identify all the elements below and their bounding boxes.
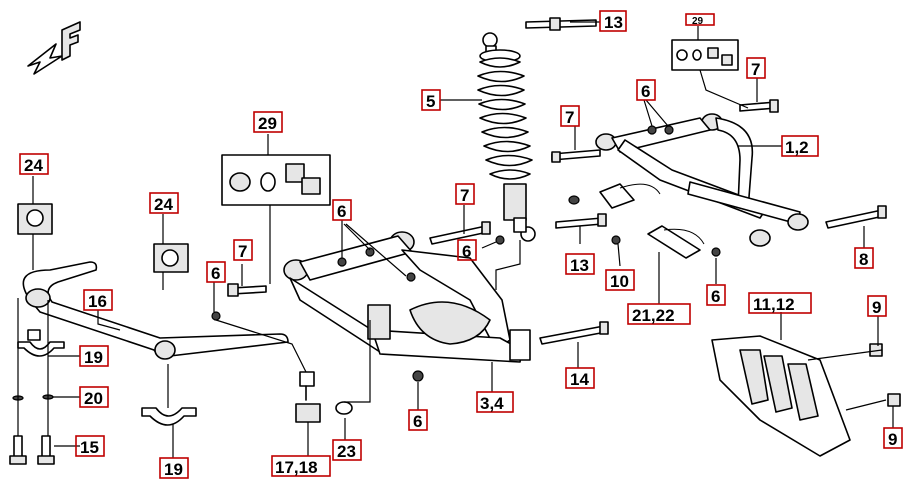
callout-label: 13 — [604, 13, 623, 32]
callout-label: 3,4 — [480, 394, 504, 413]
callout-label: 21,22 — [632, 306, 675, 325]
callout-label: 29 — [692, 16, 704, 27]
callout-label: 17,18 — [275, 458, 318, 477]
bushing-left — [17, 203, 53, 235]
callout-label: 6 — [337, 202, 346, 221]
callout-label: 24 — [24, 156, 43, 175]
callout-label: 8 — [859, 250, 868, 269]
bolt-set-left — [9, 394, 55, 465]
callout-label: 1,2 — [785, 138, 809, 157]
callout-label: 6 — [211, 264, 220, 283]
callout-label: 16 — [88, 292, 107, 311]
callout-label: 19 — [84, 348, 103, 367]
callout-label: 15 — [80, 438, 99, 457]
callout-label: 7 — [751, 60, 760, 79]
bushing-kit-box-large — [221, 154, 331, 206]
callout-labels: 13 29 7 5 6 7 1,2 29 24 24 6 7 6 7 6 13 — [19, 10, 903, 479]
callout-label: 11,12 — [753, 295, 795, 314]
callout-label: 10 — [610, 272, 629, 291]
callout-label: 7 — [460, 186, 469, 205]
callout-label: 24 — [154, 195, 173, 214]
bracket-left — [17, 329, 65, 357]
leader-lines — [17, 21, 894, 458]
callout-label: 6 — [413, 412, 422, 431]
stabilizer-bar — [22, 261, 289, 360]
callout-label: 13 — [570, 256, 589, 275]
callout-label: 9 — [872, 298, 881, 317]
callout-label: 23 — [337, 442, 356, 461]
lower-a-arm — [283, 231, 531, 363]
nuts — [211, 125, 721, 382]
callout-label: 7 — [238, 242, 247, 261]
bushing-right — [153, 243, 189, 273]
callout-label: 6 — [641, 82, 650, 101]
bushing-kit-box-small — [671, 39, 739, 71]
shock-absorber — [477, 32, 536, 242]
callout-label: 14 — [570, 370, 589, 389]
callout-label: 20 — [84, 389, 103, 408]
callout-label: 19 — [164, 460, 183, 479]
callout-label: 5 — [426, 92, 435, 111]
skid-plate — [711, 335, 851, 457]
bracket-right — [141, 407, 197, 426]
callout-label: 6 — [462, 242, 471, 261]
stabilizer-link — [295, 371, 353, 423]
callout-label: 9 — [888, 430, 897, 449]
callout-label: 29 — [258, 114, 277, 133]
upper-a-arm — [595, 113, 809, 247]
callout-label: 6 — [711, 287, 720, 306]
front-direction-arrow-icon: F — [27, 21, 81, 75]
hose-brackets — [599, 183, 705, 259]
callout-label: 7 — [565, 108, 574, 127]
